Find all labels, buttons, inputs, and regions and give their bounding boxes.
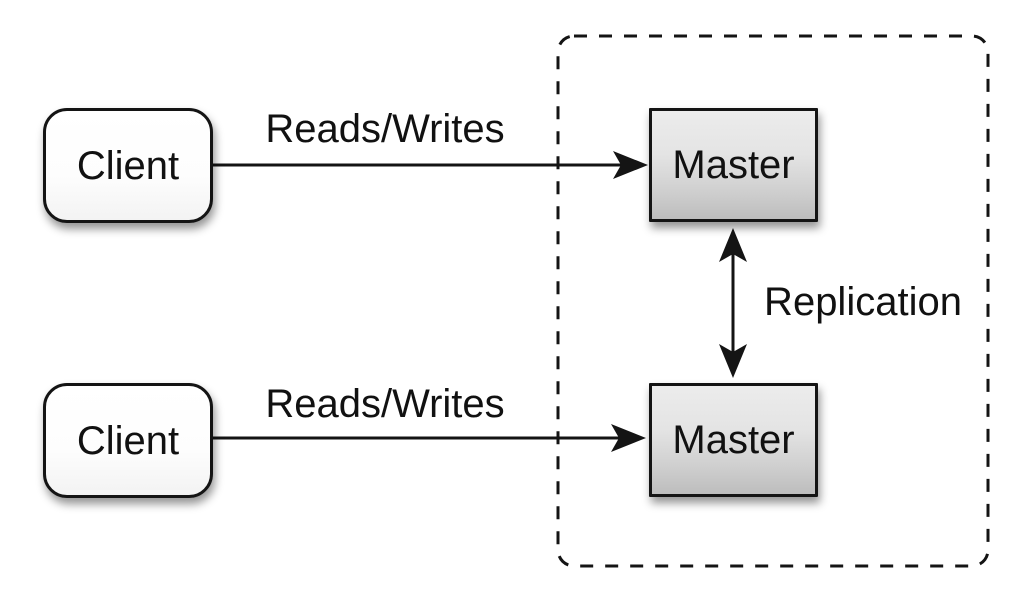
client-node-bottom: Client <box>43 383 213 498</box>
master-node-top-label: Master <box>672 143 795 187</box>
reads-writes-arrow-top <box>213 151 648 179</box>
reads-writes-label-top: Reads/Writes <box>265 107 505 151</box>
reads-writes-arrow-bottom <box>213 424 646 452</box>
replication-label: Replication <box>764 280 962 324</box>
client-node-bottom-label: Client <box>76 418 180 463</box>
replication-arrow <box>719 228 747 378</box>
client-node-top-label: Client <box>76 143 180 188</box>
master-node-bottom-label: Master <box>672 418 795 462</box>
client-node-top: Client <box>43 108 213 223</box>
master-node-bottom: Master <box>649 383 818 497</box>
reads-writes-label-bottom: Reads/Writes <box>265 382 505 426</box>
master-node-top: Master <box>649 108 818 222</box>
